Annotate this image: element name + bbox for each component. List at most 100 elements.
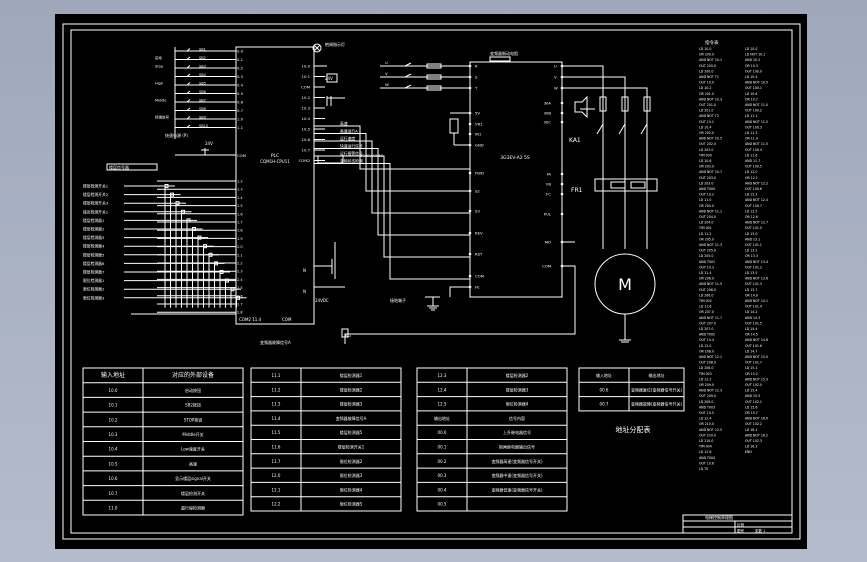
instruction-col2: OR 14.5 xyxy=(745,333,758,337)
sensor-contact xyxy=(170,192,174,197)
instruction-col1: LD 202.0 xyxy=(699,148,713,152)
instruction-col1: AND NOT 12.1 xyxy=(699,355,722,359)
table-input-devices-2-cell: 限位检测器2 xyxy=(340,458,363,464)
plc-to-inverter-wire xyxy=(314,125,470,170)
table-input-devices-cell: 楼层检测开关 xyxy=(181,490,205,496)
instruction-col1: OUT 10.2 xyxy=(699,193,714,197)
plc-lower-input-address: 1.7 xyxy=(237,221,243,225)
table-input-devices-cell: 高速 xyxy=(189,460,197,466)
instruction-col1: OR 205.0 xyxy=(699,237,714,241)
inverter-right-terminal: COM xyxy=(542,264,551,269)
terminal-dot xyxy=(560,212,564,216)
inverter-body xyxy=(469,61,563,298)
output-fuse xyxy=(599,96,607,112)
table-input-devices-cell: 10.3 xyxy=(109,432,118,437)
mains-phase-label: W xyxy=(385,82,389,87)
instruction-col1: OUT 202.0 xyxy=(699,142,716,146)
title-block-sheets: 张数 1 xyxy=(755,528,765,533)
instruction-col2: OUT 100.0 xyxy=(745,69,762,73)
table-address-cell: 00.7 xyxy=(600,402,609,407)
dc-label: 24VDC xyxy=(315,298,329,303)
fe-wire xyxy=(449,286,470,297)
inverter-left-terminal: S3 xyxy=(475,209,480,214)
thermal-element xyxy=(610,181,626,189)
plc-input-address: 0.7 xyxy=(237,108,244,113)
instruction-col1: OUT 209.0 xyxy=(699,394,716,398)
instruction-col2: OUT 101.4 xyxy=(745,305,762,309)
table-address-cell: 输入地址 xyxy=(596,372,612,378)
terminal-dot xyxy=(560,172,564,176)
instruction-col2: OUT 101.2 xyxy=(745,265,762,269)
instruction-col1: LD 11.4 xyxy=(699,271,711,275)
plc-input-address: 1.0 xyxy=(237,117,244,122)
instruction-col1: AND NOT 10.3 xyxy=(699,97,722,101)
sensor-contact xyxy=(219,270,224,274)
plc-lower-input-address: 1.4 xyxy=(237,196,243,200)
instruction-col2: LD 16.1 xyxy=(745,428,757,432)
table-output-signals-cell: 00.3 xyxy=(438,473,447,478)
title-block-number: 图号 xyxy=(737,528,745,533)
plc-lower-input-address: 1.2 xyxy=(237,180,243,184)
instruction-col2: LD 12.3 xyxy=(745,193,757,197)
mains-phase-label: V xyxy=(385,71,388,76)
instruction-col2: AND NOT 12.7 xyxy=(745,221,768,225)
instruction-col1: LD 203.0 xyxy=(699,181,713,185)
plc-input-address: 0.0 xyxy=(237,49,244,54)
instruction-col1: OUT 10.6 xyxy=(699,461,714,465)
instruction-col1: OR 204.0 xyxy=(699,204,714,208)
inverter-output-terminal: V xyxy=(554,75,557,80)
table-output-signals-cell: 变频器低速(变频器信号开关) xyxy=(491,486,543,492)
table-output-signals-cell: 抱闸继电器输出信号 xyxy=(499,443,535,449)
thermal-relay-label: FR1 xyxy=(571,187,583,194)
inverter-right-terminal: 30A xyxy=(544,101,552,106)
plc-input-address: 1.1 xyxy=(237,125,244,130)
table-input-devices-2-cell: 12.0 xyxy=(272,473,281,478)
instruction-col1: LD 11.2 xyxy=(699,232,711,236)
instruction-col2: OR 10.3 xyxy=(745,64,758,68)
plc-lower-input-address: 2.0 xyxy=(237,245,243,249)
instruction-col1: OR 207.0 xyxy=(699,310,714,314)
switch-name: SB3 xyxy=(199,65,206,69)
instruction-col2: AND NOT 13.6 xyxy=(745,277,768,281)
drawing-outer-frame xyxy=(62,23,801,540)
switch-contact xyxy=(186,99,191,103)
instruction-col2: OR 13.3 xyxy=(745,254,758,258)
plc-model: CQM1H-CPU11 xyxy=(260,159,290,164)
plc-bottom-left-label: COM2 11.4 xyxy=(239,317,262,322)
instruction-col1: LD 208.0 xyxy=(699,366,713,370)
n-label: N xyxy=(303,268,306,273)
lamp-label: 抱闸指示灯 xyxy=(325,41,345,47)
instruction-col2: AND 15.5 xyxy=(745,394,760,398)
instruction-col1: LD 10.6 xyxy=(699,159,711,163)
instruction-col1: TIM 000 xyxy=(698,153,712,157)
inverter-input-terminal: S xyxy=(475,75,478,80)
ground-label: 接地端子 xyxy=(390,297,406,303)
terminal-dot xyxy=(468,231,472,235)
instruction-col1: LD 210.0 xyxy=(699,439,713,443)
table-input-devices-2-cell: 12.2 xyxy=(272,502,281,507)
instruction-col2: AND NOT 14.1 xyxy=(745,299,768,303)
plc-input-address: 0.1 xyxy=(237,57,244,62)
instruction-col1: LD 12.0 xyxy=(699,344,711,348)
instruction-col2: AND NOT 14.6 xyxy=(745,338,768,342)
inverter-right-terminal: FA xyxy=(547,172,552,177)
indicator-lamp xyxy=(312,43,322,53)
table-output-signals-cell: 00.5 xyxy=(438,502,447,507)
instruction-col2: LD 15.4 xyxy=(745,389,757,393)
switch-name: SB8 xyxy=(199,107,206,111)
instruction-col1: OUT 210.0 xyxy=(699,433,716,437)
instruction-col1: OUT 200.0 xyxy=(699,64,716,68)
instruction-col1: OUT 204.0 xyxy=(699,215,716,219)
instruction-col2: AND NOT 16.0 xyxy=(745,417,768,421)
sensor-contact xyxy=(236,295,240,300)
instruction-col1: AND NOT 11.7 xyxy=(699,316,722,320)
table-input-devices-cell: SB2按钮 xyxy=(185,402,201,408)
table-input-devices-2-cell: 楼层检测器5 xyxy=(340,429,363,435)
table-input-devices-cell: 10.2 xyxy=(109,417,118,422)
instruction-col2: LD 15.6 xyxy=(745,405,757,409)
instruction-col2: OUT 102.0 xyxy=(745,383,762,387)
instruction-col2: OUT 100.7 xyxy=(745,204,762,208)
table-input-devices-2-cell: 11.7 xyxy=(272,459,281,464)
switch-name: SB2 xyxy=(199,56,206,60)
switch-contact xyxy=(186,82,191,86)
